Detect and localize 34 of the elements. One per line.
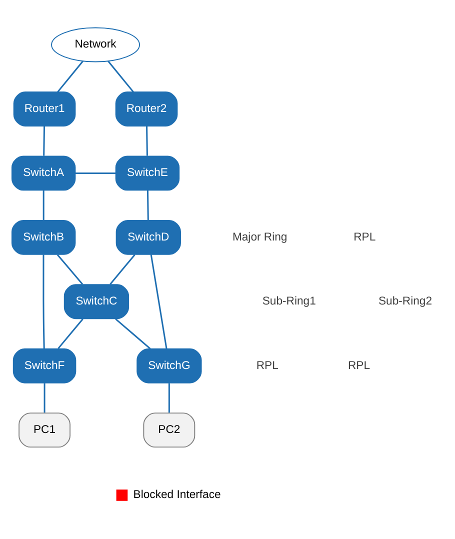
node-box: SwitchB [11,219,76,254]
connector [42,190,44,220]
connector [42,254,45,348]
connector [146,190,149,220]
connector [57,60,84,92]
connector [110,254,136,284]
node-box: SwitchF [12,348,76,383]
label: RPL [348,359,370,372]
label: RPL [354,230,376,243]
connector [146,126,148,156]
node-box: SwitchG [136,348,202,383]
label: Sub-Ring2 [378,295,432,308]
connector [115,318,151,349]
node-box: SwitchE [115,155,180,190]
connector [168,382,170,412]
label: Sub-Ring1 [262,295,316,308]
connector [75,172,116,174]
connector [58,318,84,348]
node-box: SwitchA [11,155,76,190]
connector [150,254,168,348]
node-box: PC1 [18,412,70,448]
node-box: Router1 [13,91,76,126]
node-box: SwitchC [64,284,130,319]
node-box: Router2 [115,91,178,126]
label: RPL [256,359,278,372]
connector [56,254,84,284]
node-box: PC2 [143,412,196,448]
connector [43,126,46,156]
node-box: SwitchD [116,219,181,254]
connector [44,382,46,412]
label: Major Ring [232,230,288,243]
node-ellipse: Network [51,26,140,62]
legend-label: Blocked Interface [133,488,221,501]
connector [108,60,134,92]
